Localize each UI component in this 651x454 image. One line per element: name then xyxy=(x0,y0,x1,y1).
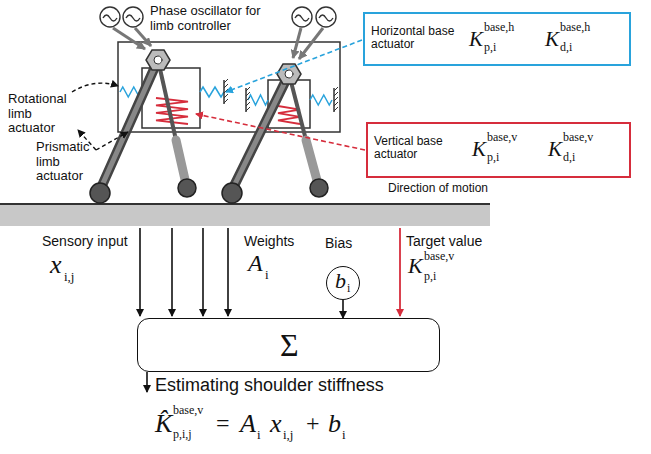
subscript: i,j xyxy=(283,428,293,443)
math-symbol: b xyxy=(335,269,346,294)
math-symbol: A xyxy=(248,250,263,277)
subscript: i xyxy=(342,428,346,443)
connector xyxy=(342,300,344,318)
sum-box: Σ xyxy=(137,318,440,372)
math-symbol: x xyxy=(270,409,282,438)
ground-line xyxy=(0,203,490,205)
actuator-box: Horizontal base actuatorKbase,hp,iKbase,… xyxy=(363,12,631,66)
signal-name: Target value xyxy=(406,234,482,250)
subscript: d,i xyxy=(563,151,575,164)
actuator-box: Vertical base actuatorKbase,vp,iKbase,vd… xyxy=(366,122,631,178)
leader-line xyxy=(196,114,365,150)
math-symbol: x xyxy=(50,250,62,279)
math-operator: = xyxy=(216,410,230,437)
bias-circle: Biasbi xyxy=(326,266,360,300)
subscript: p,i xyxy=(424,270,436,283)
superscript: base,h xyxy=(484,21,514,34)
subscript: p,i xyxy=(484,41,496,54)
math-symbol: K xyxy=(472,138,486,162)
math-symbol: K̂ xyxy=(155,409,172,438)
math-symbol: K xyxy=(548,138,562,162)
target-arrow xyxy=(399,228,401,316)
superscript: base,v xyxy=(487,131,517,144)
math-operator: + xyxy=(306,410,320,437)
subscript: i xyxy=(347,282,350,295)
math-symbol: K xyxy=(545,28,559,52)
subscript: i xyxy=(257,428,261,443)
superscript: base,v xyxy=(563,131,593,144)
node-heading: Vertical base actuator xyxy=(374,135,458,162)
node-heading: Horizontal base actuator xyxy=(371,25,463,52)
signal-name: Weights xyxy=(244,234,294,250)
superscript: base,v xyxy=(424,250,454,263)
math-symbol: b xyxy=(328,409,341,438)
legs xyxy=(90,50,328,203)
superscript: base,h xyxy=(560,21,590,34)
subscript: p,i xyxy=(487,151,499,164)
springs xyxy=(120,79,338,124)
annotation: Prismatic limb actuator xyxy=(36,140,98,184)
subscript: d,i xyxy=(560,41,572,54)
annotation: Rotational limb actuator xyxy=(8,92,76,136)
superscript: base,v xyxy=(173,404,203,417)
annotation: Direction of motion xyxy=(388,182,488,195)
subscript: i xyxy=(265,268,269,283)
leader-line xyxy=(226,40,362,92)
subscript: i,j xyxy=(64,270,74,285)
math-symbol: K xyxy=(408,254,423,279)
ground xyxy=(0,204,490,226)
sum-symbol: Σ xyxy=(280,328,299,364)
annotation: Phase oscillator for limb controller xyxy=(150,4,272,33)
subscript: p,i,j xyxy=(173,428,192,441)
math-symbol: A xyxy=(240,409,256,438)
signal-name: Sensory input xyxy=(42,234,128,250)
math-symbol: K xyxy=(469,28,483,52)
output-label: Estimating shoulder stiffness xyxy=(155,375,384,395)
oscillator-arrows xyxy=(113,28,323,59)
node-heading: Bias xyxy=(325,236,352,252)
